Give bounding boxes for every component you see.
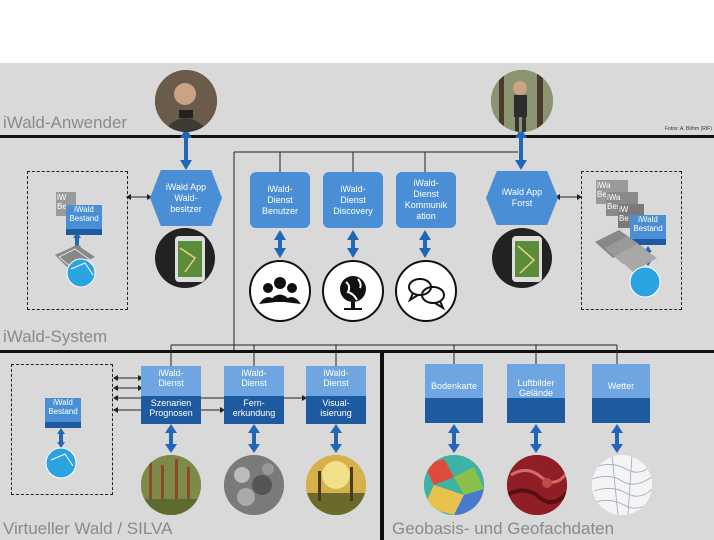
- weather-map-image: [592, 455, 652, 515]
- user-photo-waldbesitzer: [155, 70, 217, 132]
- bestand-card-virtual: iWald Bestand: [45, 398, 81, 428]
- dienst-szenarien-label: Szenarien Prognosen: [141, 396, 201, 424]
- dienst-kommunikation: iWald- Dienst Kommunik ation: [396, 172, 456, 228]
- dienst-discovery: iWald- Dienst Discovery: [323, 172, 383, 228]
- aerial-image: [507, 455, 567, 515]
- photo-credit: Fotos: A. Böhm (RIF): [665, 126, 712, 132]
- geo-wetter-label: Wetter: [592, 364, 650, 398]
- dienst-szenarien-header: iWald- Dienst: [141, 366, 201, 396]
- dienst-szenarien: iWald- Dienst Szenarien Prognosen: [141, 366, 201, 424]
- geo-luftbilder-base: [507, 398, 565, 423]
- bestand-card-left: iWald Bestand: [66, 205, 102, 235]
- divider-virtual-geo: [380, 350, 384, 540]
- divider-anwender-system: [0, 135, 714, 138]
- geo-bodenkarte: Bodenkarte: [425, 364, 483, 423]
- bestand-box-left: [27, 171, 128, 310]
- geo-luftbilder: Luftbilder Gelände: [507, 364, 565, 423]
- section-label-system: iWald-System: [3, 327, 108, 346]
- section-label-anwender: iWald-Anwender: [3, 113, 128, 132]
- geo-wetter-base: [592, 398, 650, 423]
- forest-stand-graphic-virtual: [45, 447, 77, 479]
- app-forst: iWald App Forst: [486, 171, 558, 225]
- geo-bodenkarte-label: Bodenkarte: [425, 364, 483, 398]
- forest-stand-graphic-left: [55, 245, 96, 288]
- dienst-visualisierung-header: iWald- Dienst: [306, 366, 366, 396]
- soil-map-image: [424, 455, 484, 515]
- bestand-box-right: [581, 171, 682, 310]
- forest-simulation-image: [141, 455, 201, 515]
- users-icon: [249, 260, 311, 322]
- dienst-visualisierung: iWald- Dienst Visual- isierung: [306, 366, 366, 424]
- dienst-visualisierung-label: Visual- isierung: [306, 396, 366, 424]
- app-waldbesitzer: iWald App Wald- besitzer: [150, 170, 222, 226]
- bestand-card-right: iWald Bestand: [630, 215, 666, 245]
- phone-icon-right: [492, 228, 552, 288]
- visualization-image: [306, 455, 366, 515]
- section-label-geobasis: Geobasis- und Geofachdaten: [392, 519, 615, 538]
- phone-icon-left: [155, 228, 215, 288]
- anwender-band: [0, 63, 714, 136]
- divider-system-data: [0, 350, 714, 353]
- dienst-fernerkundung: iWald- Dienst Fern- erkundung: [224, 366, 284, 424]
- geo-wetter: Wetter: [592, 364, 650, 423]
- bestand-box-virtual: [11, 364, 113, 495]
- dienst-benutzer: iWald- Dienst Benutzer: [250, 172, 310, 228]
- dienst-fernerkundung-label: Fern- erkundung: [224, 396, 284, 424]
- user-photo-forst: [491, 70, 553, 132]
- remote-sensing-image: [224, 455, 284, 515]
- chat-icon: [395, 260, 457, 322]
- dienst-fernerkundung-header: iWald- Dienst: [224, 366, 284, 396]
- geo-bodenkarte-base: [425, 398, 483, 423]
- section-label-virtueller-wald: Virtueller Wald / SILVA: [3, 519, 173, 538]
- geo-luftbilder-label: Luftbilder Gelände: [507, 364, 565, 398]
- forest-stand-graphic-right: [595, 230, 661, 298]
- globe-icon: [322, 260, 384, 322]
